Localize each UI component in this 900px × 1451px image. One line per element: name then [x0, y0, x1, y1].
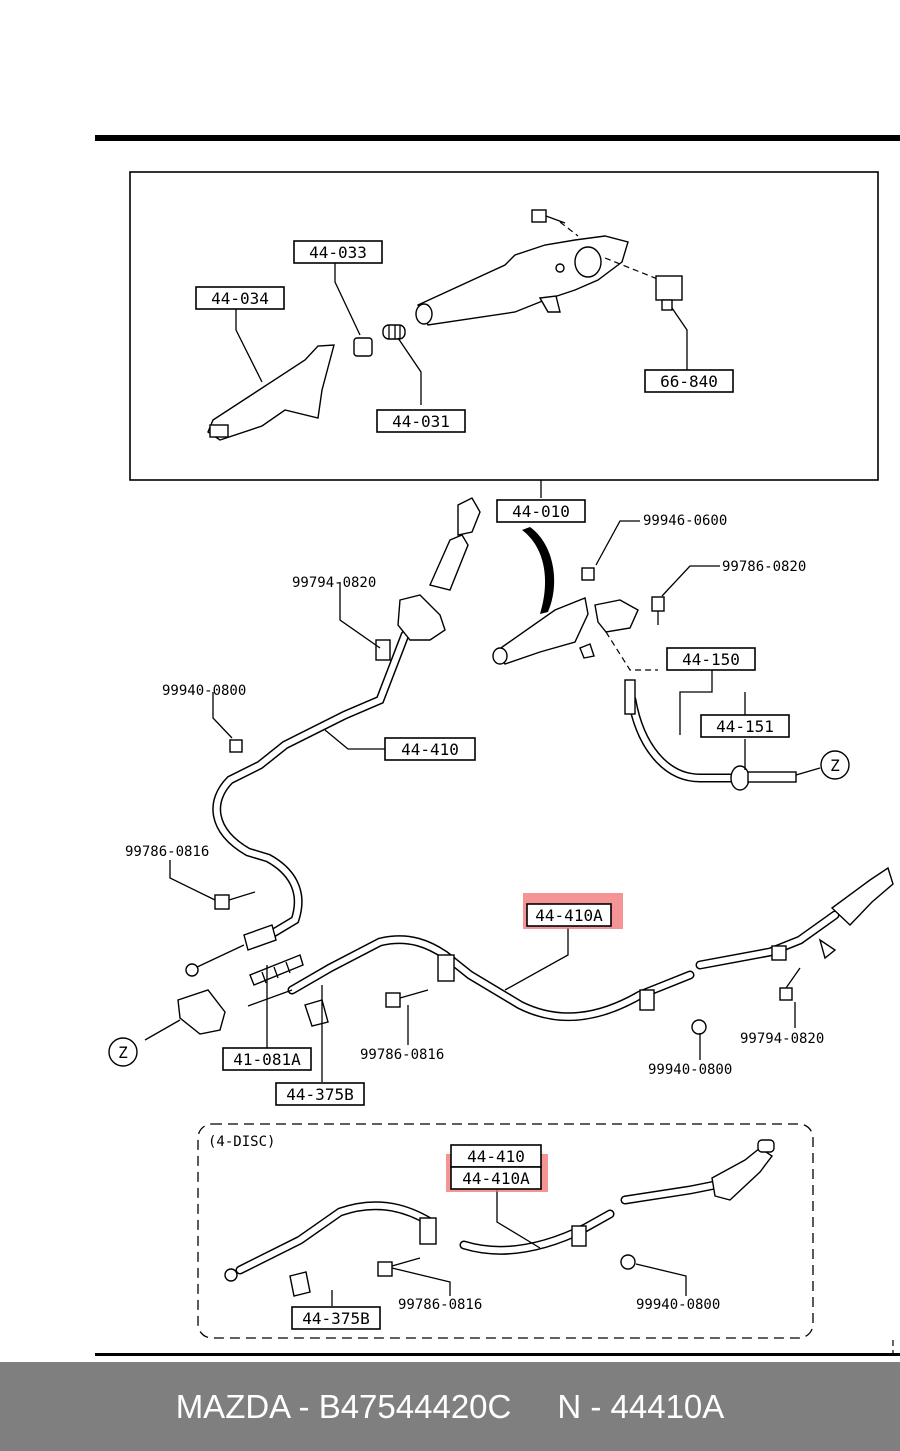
callout-44-410A-disc: 44-410A: [450, 1166, 542, 1190]
lever-assembly-lower: [492, 567, 665, 671]
callout-44-410: 44-410: [384, 737, 476, 761]
bottom-rule: [95, 1353, 900, 1356]
front-cable-44-151: [624, 679, 850, 791]
four-disc-variant-frame: [197, 1123, 814, 1339]
label-99794-0820-lower: 99794-0820: [740, 1031, 824, 1047]
svg-text:44-151: 44-151: [716, 717, 774, 736]
label-99794-0820-upper: 99794-0820: [292, 575, 376, 591]
part-caption-bar: MAZDA - B47544420C N - 44410A: [0, 1362, 900, 1451]
svg-text:44-375B: 44-375B: [286, 1085, 353, 1104]
four-disc-cable: [224, 1139, 775, 1297]
svg-text:44-410: 44-410: [401, 740, 459, 759]
callout-44-410A: 44-410A: [526, 903, 612, 927]
callout-66-840: 66-840: [644, 369, 734, 393]
svg-text:44-031: 44-031: [392, 412, 450, 431]
lever-arm: [415, 235, 629, 326]
svg-text:44-033: 44-033: [309, 243, 367, 262]
nut-99940-0800: [691, 1019, 707, 1035]
button-cap-44-033: [353, 337, 373, 357]
svg-text:44-410A: 44-410A: [535, 906, 603, 925]
label-99786-0820: 99786-0820: [722, 559, 806, 575]
callout-44-410-disc: 44-410: [450, 1144, 542, 1168]
bolt-99794-0820: [779, 967, 801, 1001]
callout-44-010: 44-010: [496, 499, 586, 523]
callout-44-375B-disc: 44-375B: [291, 1306, 381, 1330]
clip-44-375B: [304, 999, 329, 1027]
lever-grip-44-034: [207, 344, 335, 441]
label-99786-0816-left: 99786-0816: [125, 844, 209, 860]
rear-cable-44-410A: [247, 866, 894, 1022]
z-marker-right: Z: [830, 756, 840, 775]
label-4-disc: (4-DISC): [208, 1134, 275, 1150]
lever-bolt: [531, 209, 579, 237]
svg-text:44-010: 44-010: [512, 502, 570, 521]
catalog-number-caption: N - 44410A: [557, 1387, 725, 1425]
callout-44-031: 44-031: [376, 409, 466, 433]
svg-text:44-150: 44-150: [682, 650, 740, 669]
label-99940-0800-disc: 99940-0800: [636, 1297, 720, 1313]
callout-41-081A: 41-081A: [222, 1047, 312, 1071]
spring-41-081A: [249, 954, 304, 986]
rear-cable-44-410: [185, 497, 481, 977]
label-99940-0800-lower: 99940-0800: [648, 1062, 732, 1078]
svg-text:66-840: 66-840: [660, 372, 718, 391]
assembly-arrow: [522, 527, 555, 614]
callout-44-151: 44-151: [700, 714, 790, 738]
part-number-caption: MAZDA - B47544420C: [175, 1387, 512, 1425]
svg-text:44-034: 44-034: [211, 289, 269, 308]
label-99940-0800-upper: 99940-0800: [162, 683, 246, 699]
callout-44-150: 44-150: [666, 647, 756, 671]
parking-brake-parts-diagram: 44-034 44-033 44-031 66-840 44-010 44-15…: [95, 135, 900, 1356]
z-marker-left: Z: [118, 1043, 128, 1062]
svg-text:41-081A: 41-081A: [233, 1050, 301, 1069]
svg-text:44-410: 44-410: [467, 1147, 525, 1166]
label-99786-0816-disc: 99786-0816: [398, 1297, 482, 1313]
callout-44-033: 44-033: [293, 240, 383, 264]
callout-44-034: 44-034: [195, 286, 285, 310]
svg-text:44-375B: 44-375B: [302, 1309, 369, 1328]
switch-66-840: [604, 257, 683, 311]
callout-44-375B: 44-375B: [275, 1082, 365, 1106]
label-99786-0816-middle: 99786-0816: [360, 1047, 444, 1063]
bolt-99786-0816: [385, 989, 429, 1008]
label-99946-0600: 99946-0600: [643, 513, 727, 529]
lever-assembly-frame: [129, 171, 879, 481]
spring-44-031: [382, 324, 406, 340]
top-rule: [95, 135, 900, 141]
left-equalizer: [108, 989, 226, 1067]
svg-text:44-410A: 44-410A: [462, 1169, 530, 1188]
